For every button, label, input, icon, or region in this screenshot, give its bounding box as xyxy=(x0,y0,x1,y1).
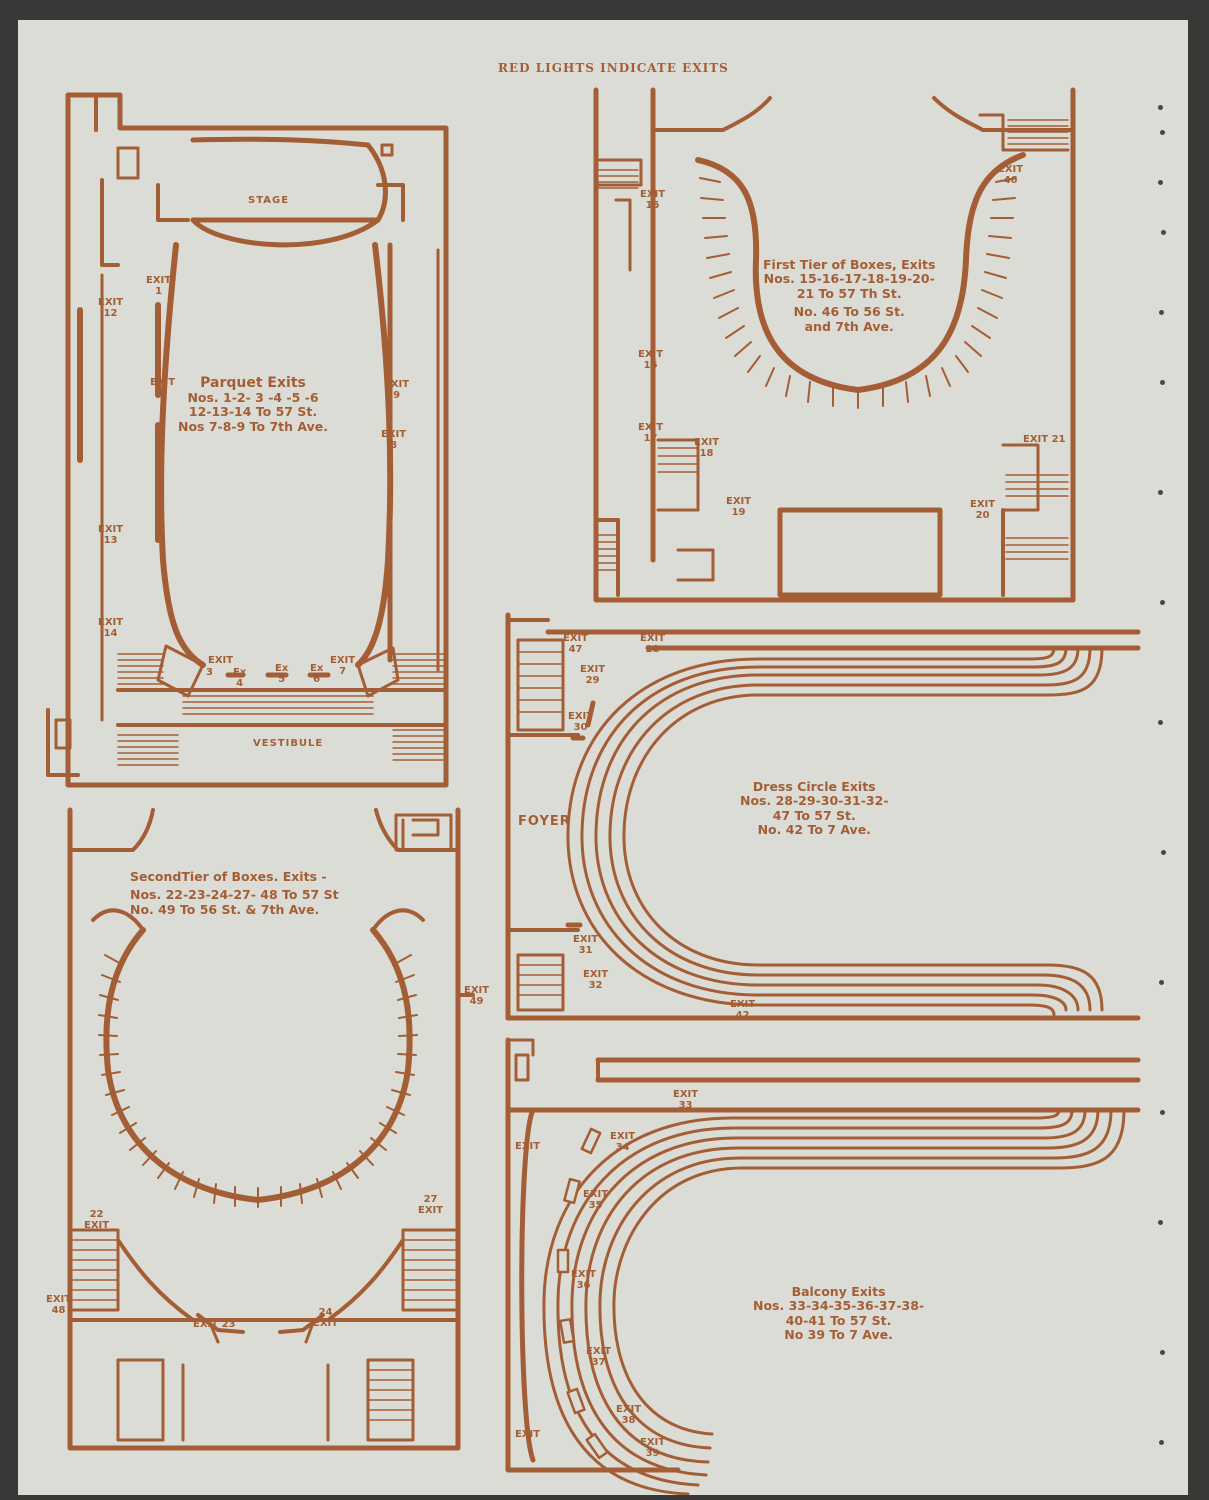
first-tier-line: Nos. 15-16-17-18-19-20- xyxy=(763,271,935,287)
punch-hole xyxy=(1158,180,1163,185)
punch-hole xyxy=(1159,310,1164,315)
exit-label: EXIT 15 xyxy=(640,189,666,211)
exit-label: EXIT 46 xyxy=(998,164,1024,186)
dress-circle-caption: Dress Circle Exits Nos. 28-29-30-31-32- … xyxy=(740,779,889,838)
exit-label: EXIT 13 xyxy=(98,524,124,546)
dress-circle-plan xyxy=(505,612,1141,1021)
exit-label: EXIT 34 xyxy=(610,1131,636,1153)
exit-label: EXIT 21 xyxy=(1023,434,1066,445)
punch-hole xyxy=(1160,1110,1165,1115)
stage-label: STAGE xyxy=(248,195,290,206)
punch-hole xyxy=(1158,1220,1163,1225)
first-tier-heading: First Tier of Boxes, Exits xyxy=(763,257,936,272)
punch-hole xyxy=(1161,230,1166,235)
parquet-heading: Parquet Exits xyxy=(200,375,306,391)
parquet-line: 12-13-14 To 57 St. xyxy=(188,404,318,420)
second-tier-caption: SecondTier of Boxes. Exits - Nos. 22-23-… xyxy=(130,869,339,917)
exit-label: 3 xyxy=(206,667,213,678)
punch-hole xyxy=(1161,850,1166,855)
exit-label: EXIT xyxy=(208,655,234,666)
exit-label: EXIT xyxy=(515,1141,541,1152)
second-tier-heading: SecondTier of Boxes. Exits - xyxy=(130,869,327,884)
second-tier-plan xyxy=(67,807,475,1451)
exit-label: EXIT 37 xyxy=(586,1346,612,1368)
second-tier-line: No. 49 To 56 St. & 7th Ave. xyxy=(130,901,320,917)
balcony-line: 40-41 To 57 St. xyxy=(785,1312,892,1328)
dress-circle-line: No. 42 To 7 Ave. xyxy=(757,822,871,838)
parquet-line: Nos 7-8-9 To 7th Ave. xyxy=(178,418,328,434)
punch-hole xyxy=(1159,1440,1164,1445)
parquet-caption: Parquet Exits Nos. 1-2- 3 -4 -5 -6 12-13… xyxy=(178,375,328,434)
punch-hole xyxy=(1160,130,1165,135)
balcony-line: Nos. 33-34-35-36-37-38- xyxy=(753,1298,925,1314)
exit-label: EXIT 18 xyxy=(694,437,720,459)
punch-hole xyxy=(1159,980,1164,985)
exit-label: 24 EXIT xyxy=(313,1307,339,1329)
exit-label: EXIT 33 xyxy=(673,1089,699,1111)
punch-hole xyxy=(1160,380,1165,385)
foyer-label: FOYER xyxy=(518,814,571,829)
exit-label: Ex 5 xyxy=(275,663,289,685)
exit-label: EXIT 32 xyxy=(583,969,609,991)
exit-label: EXIT 28 xyxy=(640,633,666,655)
dress-circle-line: Nos. 28-29-30-31-32- xyxy=(740,793,889,809)
punch-hole xyxy=(1158,105,1163,110)
second-tier-line: Nos. 22-23-24-27- 48 To 57 St xyxy=(130,887,339,903)
balcony-plan xyxy=(505,1037,1141,1495)
exit-label: EXIT 29 xyxy=(580,664,606,686)
exit-label: EXIT 30 xyxy=(568,711,594,733)
first-tier-line: and 7th Ave. xyxy=(804,318,894,334)
punch-hole xyxy=(1158,490,1163,495)
parquet-plan xyxy=(46,92,449,788)
exit-label: EXIT xyxy=(515,1429,541,1440)
exit-label: EXIT 16 xyxy=(638,349,664,371)
exit-label: 27 EXIT xyxy=(418,1194,444,1216)
balcony-heading: Balcony Exits xyxy=(791,1284,886,1299)
exit-label: EXIT 19 xyxy=(726,496,752,518)
exit-label: EXIT 7 xyxy=(330,655,356,677)
exit-label: EXIT 12 xyxy=(98,297,124,319)
exit-label: EXIT 42 xyxy=(730,999,756,1021)
exit-label: EXIT 36 xyxy=(571,1269,597,1291)
exit-label: EXIT 38 xyxy=(616,1404,642,1426)
exit-label: EXIT 14 xyxy=(98,617,124,639)
exit-label: EXIT 9 xyxy=(384,379,410,401)
exit-label: EXIT 2 xyxy=(150,377,176,399)
exit-label: 22 EXIT xyxy=(84,1209,110,1231)
page-title: RED LIGHTS INDICATE EXITS xyxy=(498,61,729,75)
punch-hole xyxy=(1158,720,1163,725)
punch-hole xyxy=(1160,600,1165,605)
dress-circle-heading: Dress Circle Exits xyxy=(752,779,876,794)
floor-plan-sheet: RED LIGHTS INDICATE EXITS STAGE VESTIBUL… xyxy=(18,20,1188,1495)
first-tier-line: 21 To 57 Th St. xyxy=(796,285,902,301)
exit-label: EXIT 20 xyxy=(970,499,996,521)
exit-label: EXIT 17 xyxy=(638,422,664,444)
balcony-line: No 39 To 7 Ave. xyxy=(784,1327,893,1343)
first-tier-line: No. 46 To 56 St. xyxy=(793,304,905,320)
vestibule-label: VESTIBULE xyxy=(253,738,324,749)
exit-label: Ex 6 xyxy=(310,663,324,685)
dress-circle-line: 47 To 57 St. xyxy=(772,807,856,823)
exit-label: EXIT 47 xyxy=(563,633,589,655)
exit-label: EXIT 31 xyxy=(573,934,599,956)
exit-label: EXIT 23 xyxy=(193,1319,236,1330)
exit-label: Ex 4 xyxy=(233,667,247,689)
balcony-caption: Balcony Exits Nos. 33-34-35-36-37-38- 40… xyxy=(753,1284,925,1343)
exit-label: EXIT 48 xyxy=(46,1294,72,1316)
exit-label: EXIT 39 xyxy=(640,1437,666,1459)
exit-label: EXIT 35 xyxy=(583,1189,609,1211)
floor-plan-drawing xyxy=(46,87,1141,1495)
first-tier-caption: First Tier of Boxes, Exits Nos. 15-16-17… xyxy=(763,257,936,334)
exit-label: EXIT 49 xyxy=(464,985,490,1007)
first-tier-plan xyxy=(593,87,1076,603)
exit-label: EXIT 8 xyxy=(381,429,407,451)
parquet-line: Nos. 1-2- 3 -4 -5 -6 xyxy=(187,390,319,406)
exit-label: EXIT 1 xyxy=(146,275,172,297)
punch-hole xyxy=(1160,1350,1165,1355)
